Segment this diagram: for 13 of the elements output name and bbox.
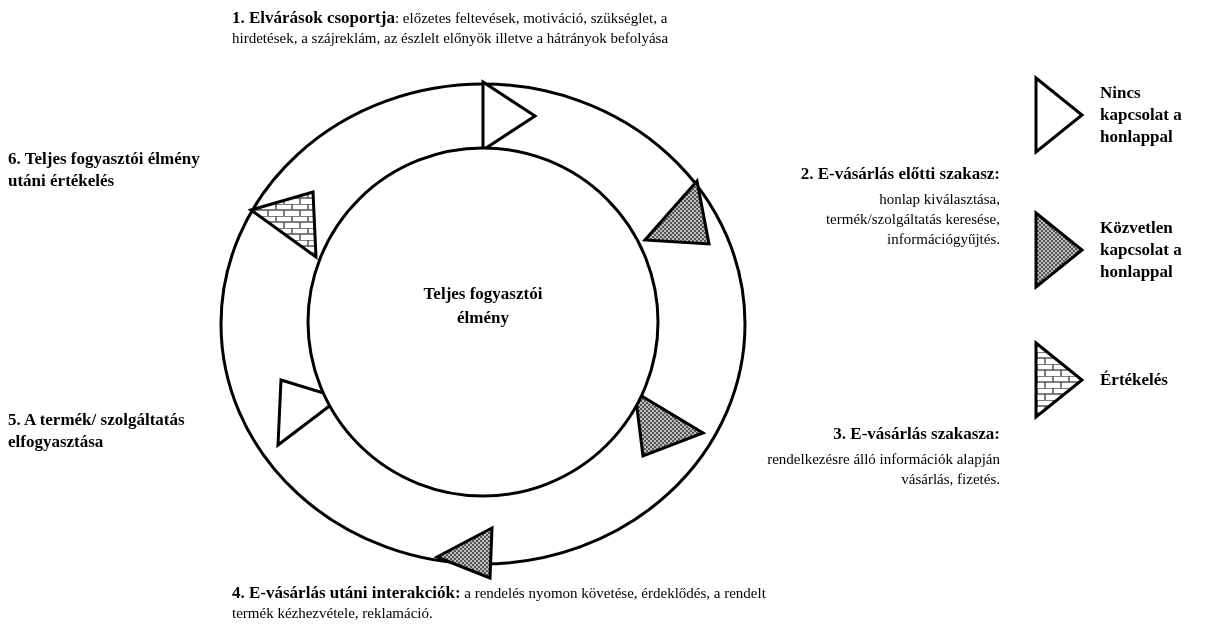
stage-title: 6. Teljes fogyasztói élmény utáni értékelés [8,148,201,192]
stage-description: 1. Elvárások csoportja: előzetes feltevések, motiváció, szükséglet, a hirdetések, a szájreklám, az észlelt előnyök illetve a hátrányok befolyása [232,8,670,48]
stage-title: 2. E-vásárlás előtti szakasz: [799,163,1000,185]
stage-title: 3. E-vásárlás szakasza: [832,423,1000,445]
center-label: Teljes fogyasztói élmény [422,283,544,329]
legend-label: Nincs kapcsolat a honlappal [1100,82,1183,148]
center-ellipse [306,146,660,498]
legend-label: Közvetlen kapcsolat a honlappal [1100,217,1183,283]
stage-description: honlap kiválasztása, termék/szolgáltatás keresése, információgyűjtés. [824,190,1000,249]
stage-title: 5. A termék/ szolgáltatás elfogyasztása [8,409,186,453]
stage-description: rendelkezésre álló információk alapján vásárlás, fizetés. [766,450,1000,489]
legend-label: Értékelés [1100,369,1169,391]
stage-description: 4. E-vásárlás utáni interakciók: a rendelés nyomon követése, érdeklődés, a rendelt termék kézhezvétele, reklamáció. [232,583,767,623]
